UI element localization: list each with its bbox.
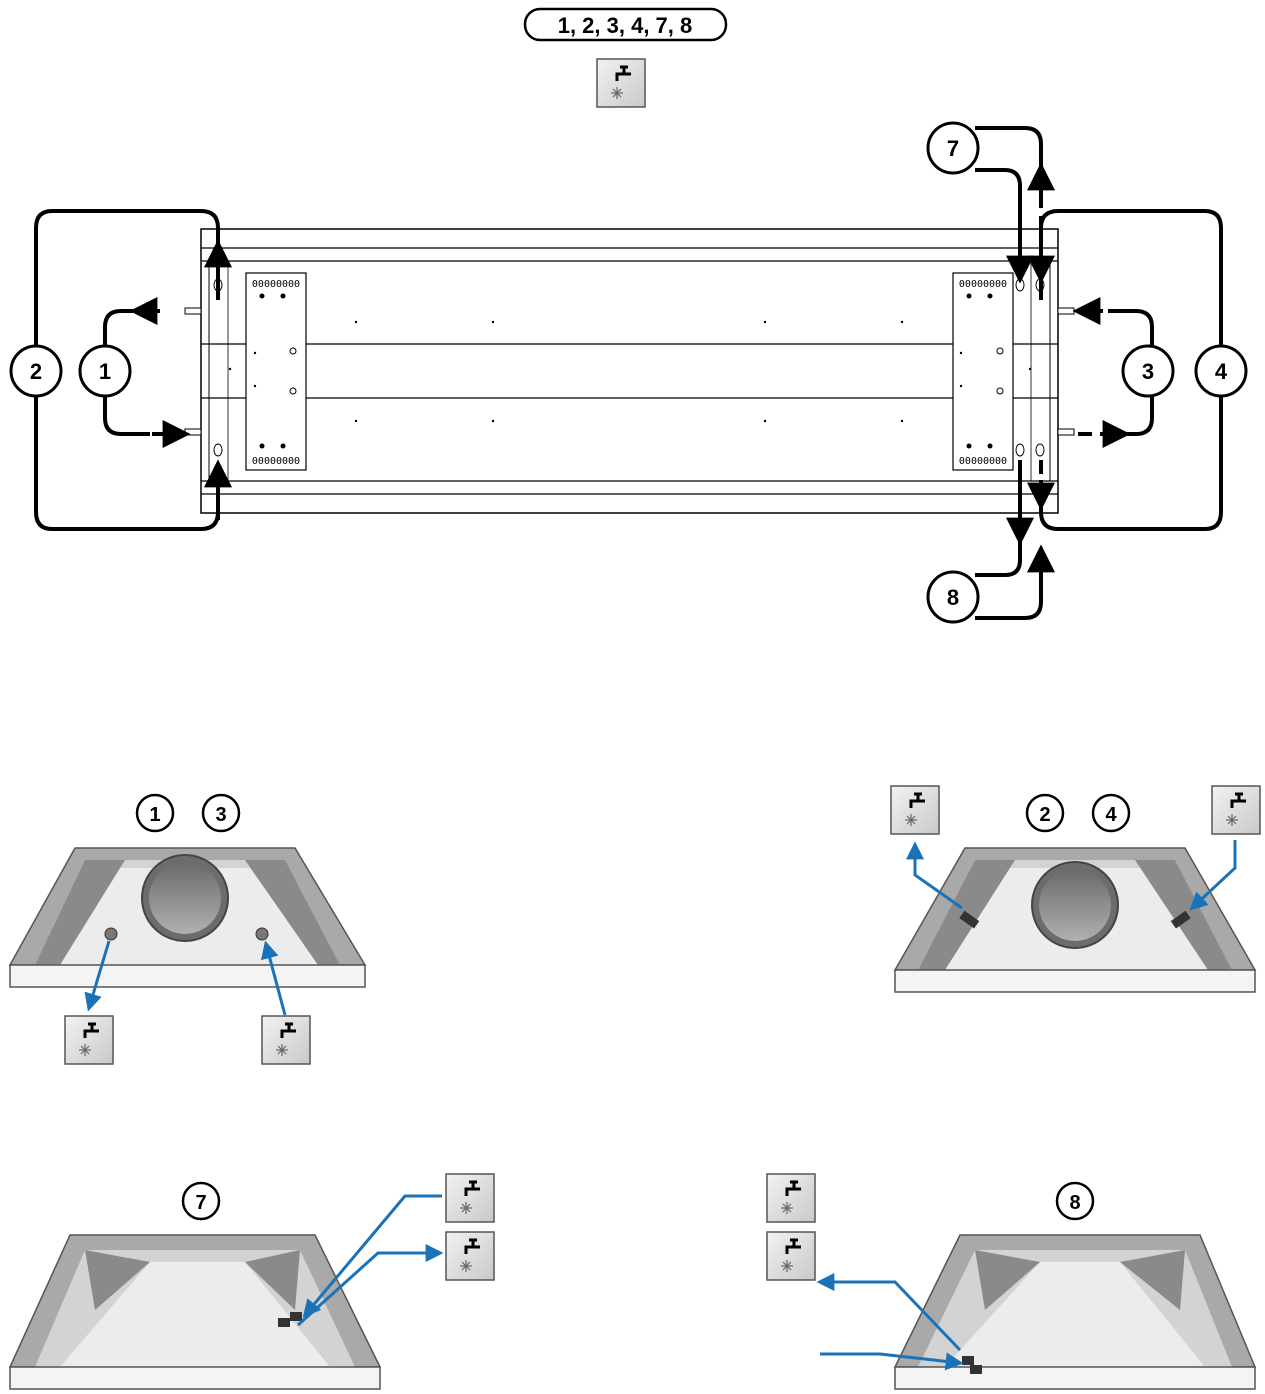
- header-label-pill: [523, 7, 728, 42]
- svg-text:3: 3: [1142, 359, 1154, 384]
- svg-text:7: 7: [947, 136, 959, 161]
- callout-2: 2: [9, 344, 63, 398]
- view-1-3: 1 3: [8, 793, 367, 1016]
- svg-text:7: 7: [195, 1192, 206, 1214]
- dashed-segments: [129, 162, 1131, 600]
- callout-3: 3: [1121, 344, 1175, 398]
- water-tap-icon: [595, 57, 647, 109]
- plate-code-1: 00000000: [252, 279, 300, 290]
- water-tap-icon-v24-right: [1210, 784, 1262, 836]
- water-tap-icon-v7-top: [444, 1172, 496, 1224]
- svg-text:8: 8: [947, 585, 959, 610]
- svg-text:1: 1: [149, 804, 160, 826]
- header-label: 1, 2, 3, 4, 7, 8: [558, 13, 693, 38]
- svg-text:1: 1: [99, 359, 111, 384]
- plate-dots: [228, 293, 1032, 449]
- plate-code-2: 00000000: [252, 456, 300, 467]
- callout-4: 4: [1194, 344, 1248, 398]
- callout-8: 8: [926, 570, 980, 624]
- plate-holes: [289, 347, 1004, 395]
- view-2-4: 2 4: [893, 793, 1257, 993]
- water-tap-icon-v24-left: [889, 784, 941, 836]
- water-tap-icon-v8-bottom: [765, 1230, 817, 1282]
- svg-text:8: 8: [1069, 1192, 1080, 1214]
- svg-text:4: 4: [1105, 804, 1117, 826]
- svg-text:4: 4: [1215, 359, 1228, 384]
- view-8: 8: [816, 1181, 1257, 1390]
- plate-code-4: 00000000: [959, 456, 1007, 467]
- svg-text:2: 2: [1039, 804, 1050, 826]
- svg-text:2: 2: [30, 359, 42, 384]
- unit-top-view: [200, 228, 1059, 514]
- callout-7: 7: [926, 121, 980, 175]
- callout-1: 1: [78, 344, 132, 398]
- water-tap-icon-v13-left: [63, 1014, 115, 1066]
- plate-code-3: 00000000: [959, 279, 1007, 290]
- water-tap-icon-v8-top: [765, 1172, 817, 1224]
- water-tap-icon-v7-bottom: [444, 1230, 496, 1282]
- view-7: 7: [8, 1181, 444, 1390]
- water-tap-icon-v13-right: [260, 1014, 312, 1066]
- svg-text:3: 3: [215, 804, 226, 826]
